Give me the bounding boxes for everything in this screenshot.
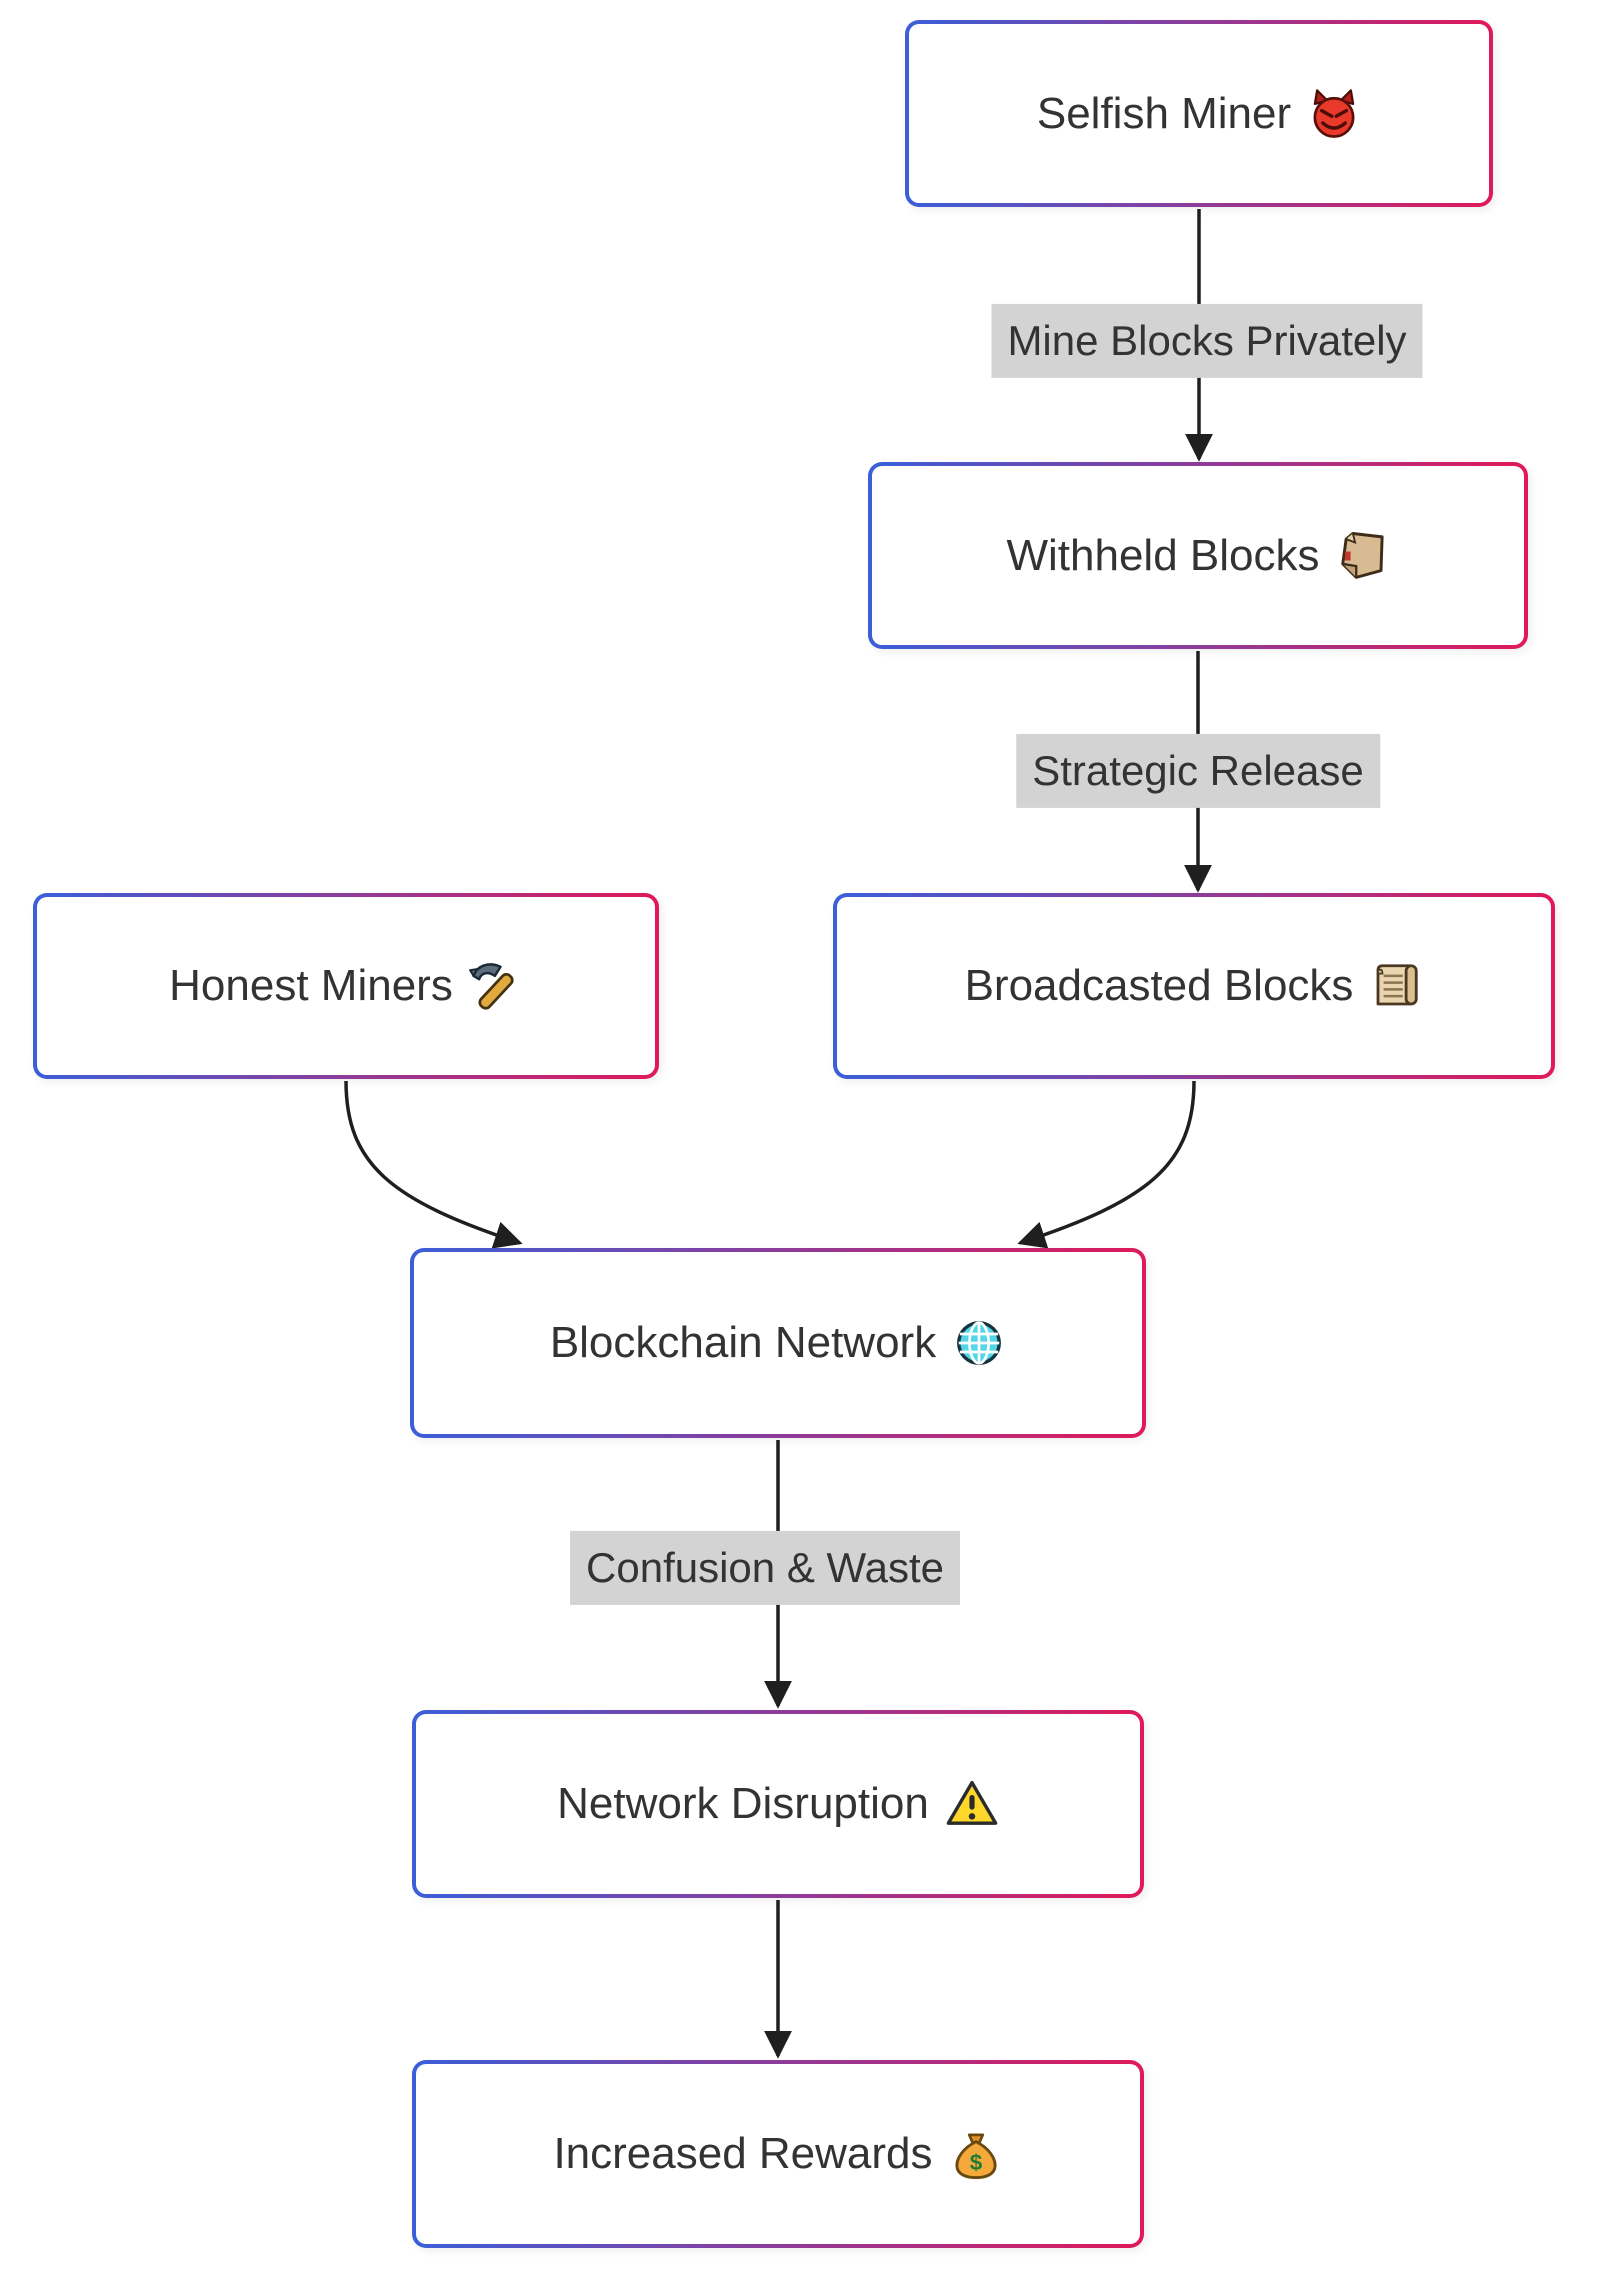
node-label: Honest Miners bbox=[169, 961, 453, 1010]
edge-label-confusion-waste: Confusion & Waste bbox=[570, 1530, 960, 1606]
node-blockchain-network: Blockchain Network bbox=[410, 1248, 1146, 1438]
edge-label-mine-blocks-privately: Mine Blocks Privately bbox=[991, 303, 1423, 379]
node-honest-miners: Honest Miners bbox=[33, 893, 659, 1079]
money-bag-icon: $ bbox=[954, 2133, 997, 2180]
edge-broadcasted-to-blockchain bbox=[1017, 1080, 1196, 1249]
node-label: Broadcasted Blocks bbox=[964, 961, 1354, 1010]
globe-icon bbox=[957, 1321, 1002, 1365]
node-increased-rewards: Increased Rewards $ bbox=[412, 2060, 1144, 2248]
node-label: Increased Rewards bbox=[553, 2129, 933, 2178]
node-withheld-blocks: Withheld Blocks bbox=[868, 462, 1528, 649]
edge-label-strategic-release: Strategic Release bbox=[1016, 733, 1380, 809]
node-label: Blockchain Network bbox=[549, 1318, 937, 1367]
node-label: Selfish Miner bbox=[1036, 88, 1292, 138]
node-selfish-miner: Selfish Miner bbox=[905, 20, 1493, 207]
package-icon bbox=[1340, 531, 1384, 579]
node-label: Withheld Blocks bbox=[1006, 530, 1320, 580]
edge-honest-to-blockchain bbox=[344, 1080, 523, 1249]
warning-icon bbox=[946, 1780, 998, 1825]
svg-text:$: $ bbox=[969, 2150, 982, 2175]
scroll-icon bbox=[1377, 964, 1419, 1006]
node-broadcasted-blocks: Broadcasted Blocks bbox=[833, 893, 1555, 1079]
node-network-disruption: Network Disruption bbox=[412, 1710, 1144, 1898]
hammer-pick-icon bbox=[468, 963, 514, 1010]
node-label: Network Disruption bbox=[557, 1779, 929, 1828]
devil-face-icon bbox=[1313, 88, 1355, 138]
